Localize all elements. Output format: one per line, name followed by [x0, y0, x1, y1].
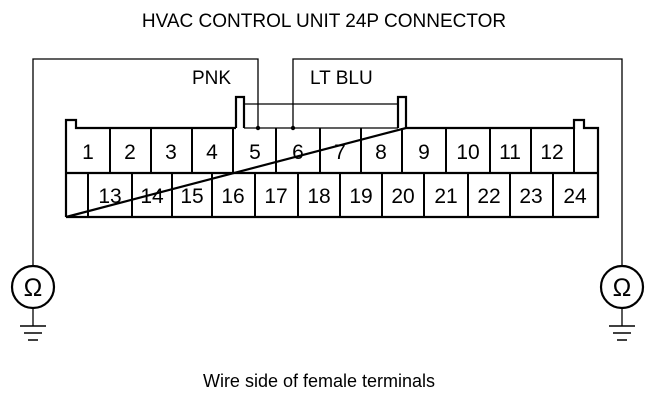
ohm-symbol-right: Ω — [613, 274, 632, 302]
lock-tab-left-post — [234, 95, 246, 128]
pin-label-1: 1 — [82, 141, 94, 164]
pin-label-18: 18 — [307, 185, 330, 208]
pin-label-20: 20 — [391, 185, 414, 208]
connector-shell — [64, 118, 600, 219]
pin-label-8: 8 — [375, 141, 387, 164]
pin-label-6: 6 — [292, 141, 304, 164]
pin-label-22: 22 — [477, 185, 500, 208]
pin-label-10: 10 — [456, 141, 479, 164]
pin-label-19: 19 — [349, 185, 372, 208]
pin-label-3: 3 — [165, 141, 177, 164]
pin-label-7: 7 — [334, 141, 346, 164]
pin-label-11: 11 — [499, 141, 521, 164]
ohm-symbol-left: Ω — [24, 274, 43, 302]
right-test-lead — [292, 58, 623, 265]
pin-label-4: 4 — [206, 141, 218, 164]
right-ohmmeter: Ω — [599, 264, 645, 341]
test-lead-wires — [32, 58, 623, 265]
pin-label-24: 24 — [563, 185, 587, 208]
pin-label-16: 16 — [221, 185, 244, 208]
ground-left-icon — [20, 325, 46, 341]
pin-label-21: 21 — [434, 185, 457, 208]
bottom-row-pins: 13 14 15 16 17 18 19 20 21 22 23 24 — [98, 185, 587, 208]
diagram-caption: Wire side of female terminals — [203, 371, 435, 391]
pin-label-5: 5 — [249, 141, 261, 164]
diagram-title: HVAC CONTROL UNIT 24P CONNECTOR — [142, 11, 506, 32]
lock-tab-right-post — [396, 95, 408, 128]
left-test-lead — [32, 58, 259, 265]
pin-label-9: 9 — [418, 141, 430, 164]
ground-right-icon — [609, 325, 635, 341]
pin-label-17: 17 — [264, 185, 287, 208]
pin-label-13: 13 — [98, 185, 121, 208]
pin-label-23: 23 — [519, 185, 542, 208]
top-row-dividers — [109, 128, 575, 173]
pin-label-12: 12 — [540, 141, 563, 164]
bottom-row-dividers — [87, 173, 554, 217]
wire-label-lt-blu: LT BLU — [310, 68, 373, 89]
left-ohmmeter: Ω — [10, 264, 56, 341]
wire-label-pnk: PNK — [192, 68, 231, 89]
pin-label-14: 14 — [140, 185, 164, 208]
pin-label-2: 2 — [124, 141, 136, 164]
top-row-pins: 1 2 3 4 5 6 7 8 9 10 11 12 — [82, 141, 564, 164]
pin-label-15: 15 — [180, 185, 203, 208]
